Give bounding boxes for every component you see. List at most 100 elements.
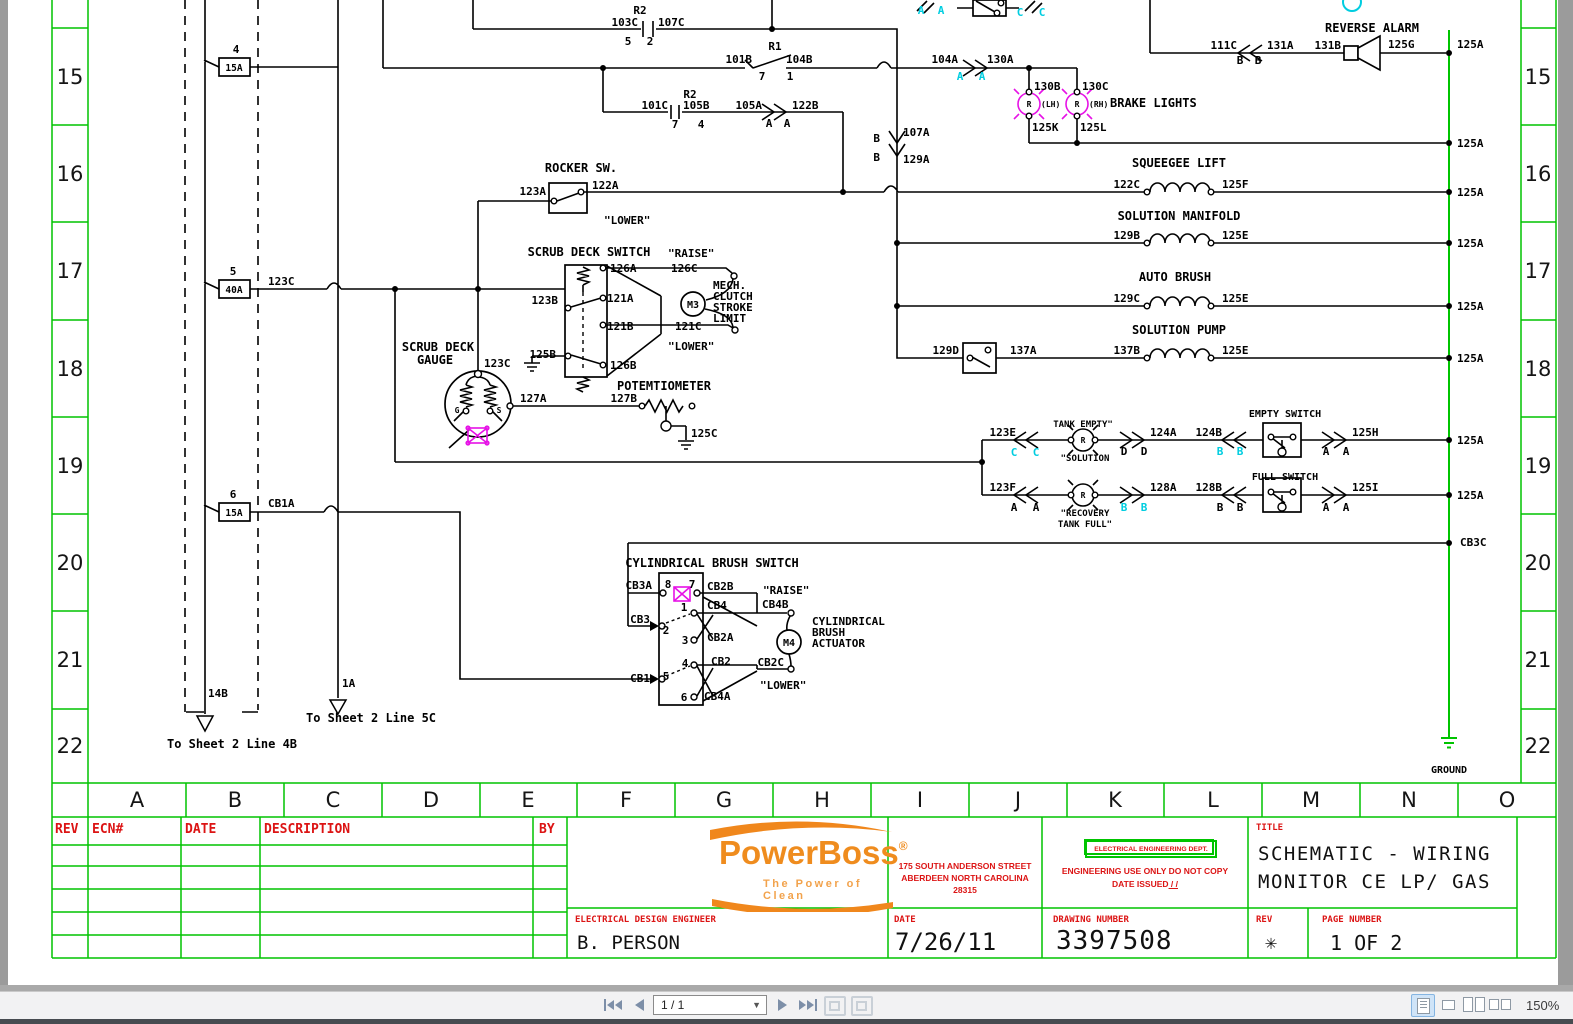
schematic-label: 125H bbox=[1352, 426, 1379, 439]
terminal bbox=[1267, 488, 1275, 496]
schematic-label: B bbox=[1237, 54, 1244, 67]
schematic-label: 3 bbox=[682, 634, 689, 647]
schematic-label: 123C bbox=[484, 357, 511, 370]
terminal bbox=[1143, 188, 1151, 196]
terminal bbox=[599, 321, 607, 329]
schematic-label: 129A bbox=[903, 153, 930, 166]
schematic-label: A bbox=[1323, 501, 1330, 514]
continuous-layout-button[interactable] bbox=[1437, 994, 1459, 1015]
schematic-label: To Sheet 2 Line 5C bbox=[306, 711, 436, 725]
grid-row-number: 22 bbox=[1525, 734, 1552, 758]
schematic-label: POTEMTIOMETER bbox=[617, 379, 712, 393]
single-page-layout-button[interactable] bbox=[1411, 994, 1435, 1017]
terminal bbox=[997, 0, 1005, 7]
schematic-label: A bbox=[766, 117, 773, 130]
schematic-label: 104A bbox=[932, 53, 959, 66]
schematic-label: C bbox=[1011, 446, 1018, 459]
cb-arrow-terminals bbox=[650, 621, 659, 684]
terminal bbox=[660, 420, 672, 432]
schematic-label: ACTUATOR bbox=[812, 637, 865, 650]
junction-dot bbox=[894, 303, 900, 309]
schematic-label: TANK FULL" bbox=[1058, 520, 1112, 530]
schematic-label: CB4B bbox=[762, 598, 789, 611]
schematic-label: B bbox=[1255, 54, 1262, 67]
last-page-button[interactable] bbox=[796, 995, 820, 1015]
schematic-label: 14B bbox=[208, 687, 228, 700]
first-page-icon bbox=[604, 999, 606, 1011]
terminal bbox=[1073, 88, 1081, 96]
schematic-label: 125I bbox=[1352, 481, 1379, 494]
schematic-label: "RAISE" bbox=[668, 247, 714, 260]
schematic-label: AUTO BRUSH bbox=[1139, 270, 1211, 284]
page-dropdown-caret-icon[interactable]: ▼ bbox=[752, 1000, 761, 1010]
full-switch-box bbox=[1262, 477, 1302, 513]
empty-switch-box bbox=[1262, 422, 1302, 458]
first-page-button[interactable] bbox=[601, 995, 625, 1015]
schematic-label: 40A bbox=[225, 285, 242, 296]
schematic-label: 4 bbox=[682, 657, 689, 670]
grid-column-letter: H bbox=[814, 788, 830, 812]
grid-row-number: 19 bbox=[57, 454, 84, 478]
schematic-label: STROKE bbox=[713, 301, 753, 314]
schematic-label: 4 bbox=[698, 118, 705, 131]
schematic-label: CB3C bbox=[1460, 536, 1487, 549]
junction-dot bbox=[1446, 303, 1452, 309]
schematic-label: R2 bbox=[633, 4, 646, 17]
schematic-label: 125E bbox=[1222, 292, 1249, 305]
schematic-label: G bbox=[455, 406, 460, 415]
schematic-label: LIMIT bbox=[713, 312, 746, 325]
schematic-label: 121A bbox=[607, 292, 634, 305]
schematic-label: (LH) bbox=[1041, 100, 1060, 109]
terminal bbox=[599, 294, 607, 302]
previous-page-button[interactable] bbox=[631, 995, 647, 1015]
terminal bbox=[731, 326, 739, 334]
next-view-button[interactable] bbox=[851, 996, 873, 1016]
schematic-label: 125A bbox=[1457, 237, 1484, 250]
terminal bbox=[659, 589, 667, 597]
terminal bbox=[638, 402, 646, 410]
grid-row-number: 17 bbox=[1525, 259, 1552, 283]
grid-row-number: 15 bbox=[1525, 65, 1552, 89]
cutoff-switch-box bbox=[972, 0, 1007, 17]
schematic-label: B bbox=[1141, 501, 1148, 514]
schematic-label: 129B bbox=[1114, 229, 1141, 242]
speaker-horn-icon bbox=[1357, 34, 1381, 72]
continuous-icon bbox=[1441, 999, 1455, 1010]
zoom-level: 150% bbox=[1526, 998, 1560, 1013]
schematic-label: BRUSH bbox=[812, 626, 845, 639]
motor-m4-symbol bbox=[776, 629, 802, 655]
schematic-label: 123A bbox=[520, 185, 547, 198]
junction-dot bbox=[600, 65, 606, 71]
page-margin-right bbox=[1558, 0, 1573, 985]
junction-dot bbox=[1446, 189, 1452, 195]
terminal bbox=[1207, 188, 1215, 196]
grid-row-number: 21 bbox=[57, 648, 84, 672]
schematic-label: 123C bbox=[268, 275, 295, 288]
grid-row-number: 22 bbox=[57, 734, 84, 758]
schematic-label: 125A bbox=[1457, 300, 1484, 313]
terminal bbox=[1091, 491, 1099, 499]
terminal bbox=[690, 661, 698, 669]
schematic-label: A bbox=[1343, 445, 1350, 458]
two-page-continuous-layout-button[interactable] bbox=[1489, 994, 1511, 1015]
terminal bbox=[1067, 436, 1075, 444]
previous-view-button[interactable] bbox=[824, 996, 846, 1016]
junction-dot bbox=[392, 286, 398, 292]
schematic-label: B bbox=[873, 132, 880, 145]
schematic-label: 127A bbox=[520, 392, 547, 405]
junction-dot bbox=[1446, 355, 1452, 361]
schematic-label: 125E bbox=[1222, 229, 1249, 242]
terminal bbox=[564, 304, 572, 312]
grid-row-number: 20 bbox=[1525, 551, 1552, 575]
two-page-layout-button[interactable] bbox=[1463, 994, 1485, 1015]
cutoff-led-icon bbox=[1342, 0, 1362, 12]
schematic-label: CB1 bbox=[630, 672, 650, 685]
next-page-button[interactable] bbox=[774, 995, 790, 1015]
grid-row-number: 21 bbox=[1525, 648, 1552, 672]
page-number-input[interactable]: 1 / 1 ▼ bbox=[653, 995, 767, 1015]
schematic-label: CYLINDRICAL BRUSH SWITCH bbox=[625, 556, 798, 570]
schematic-label: 130A bbox=[987, 53, 1014, 66]
schematic-label: R2 bbox=[683, 88, 696, 101]
